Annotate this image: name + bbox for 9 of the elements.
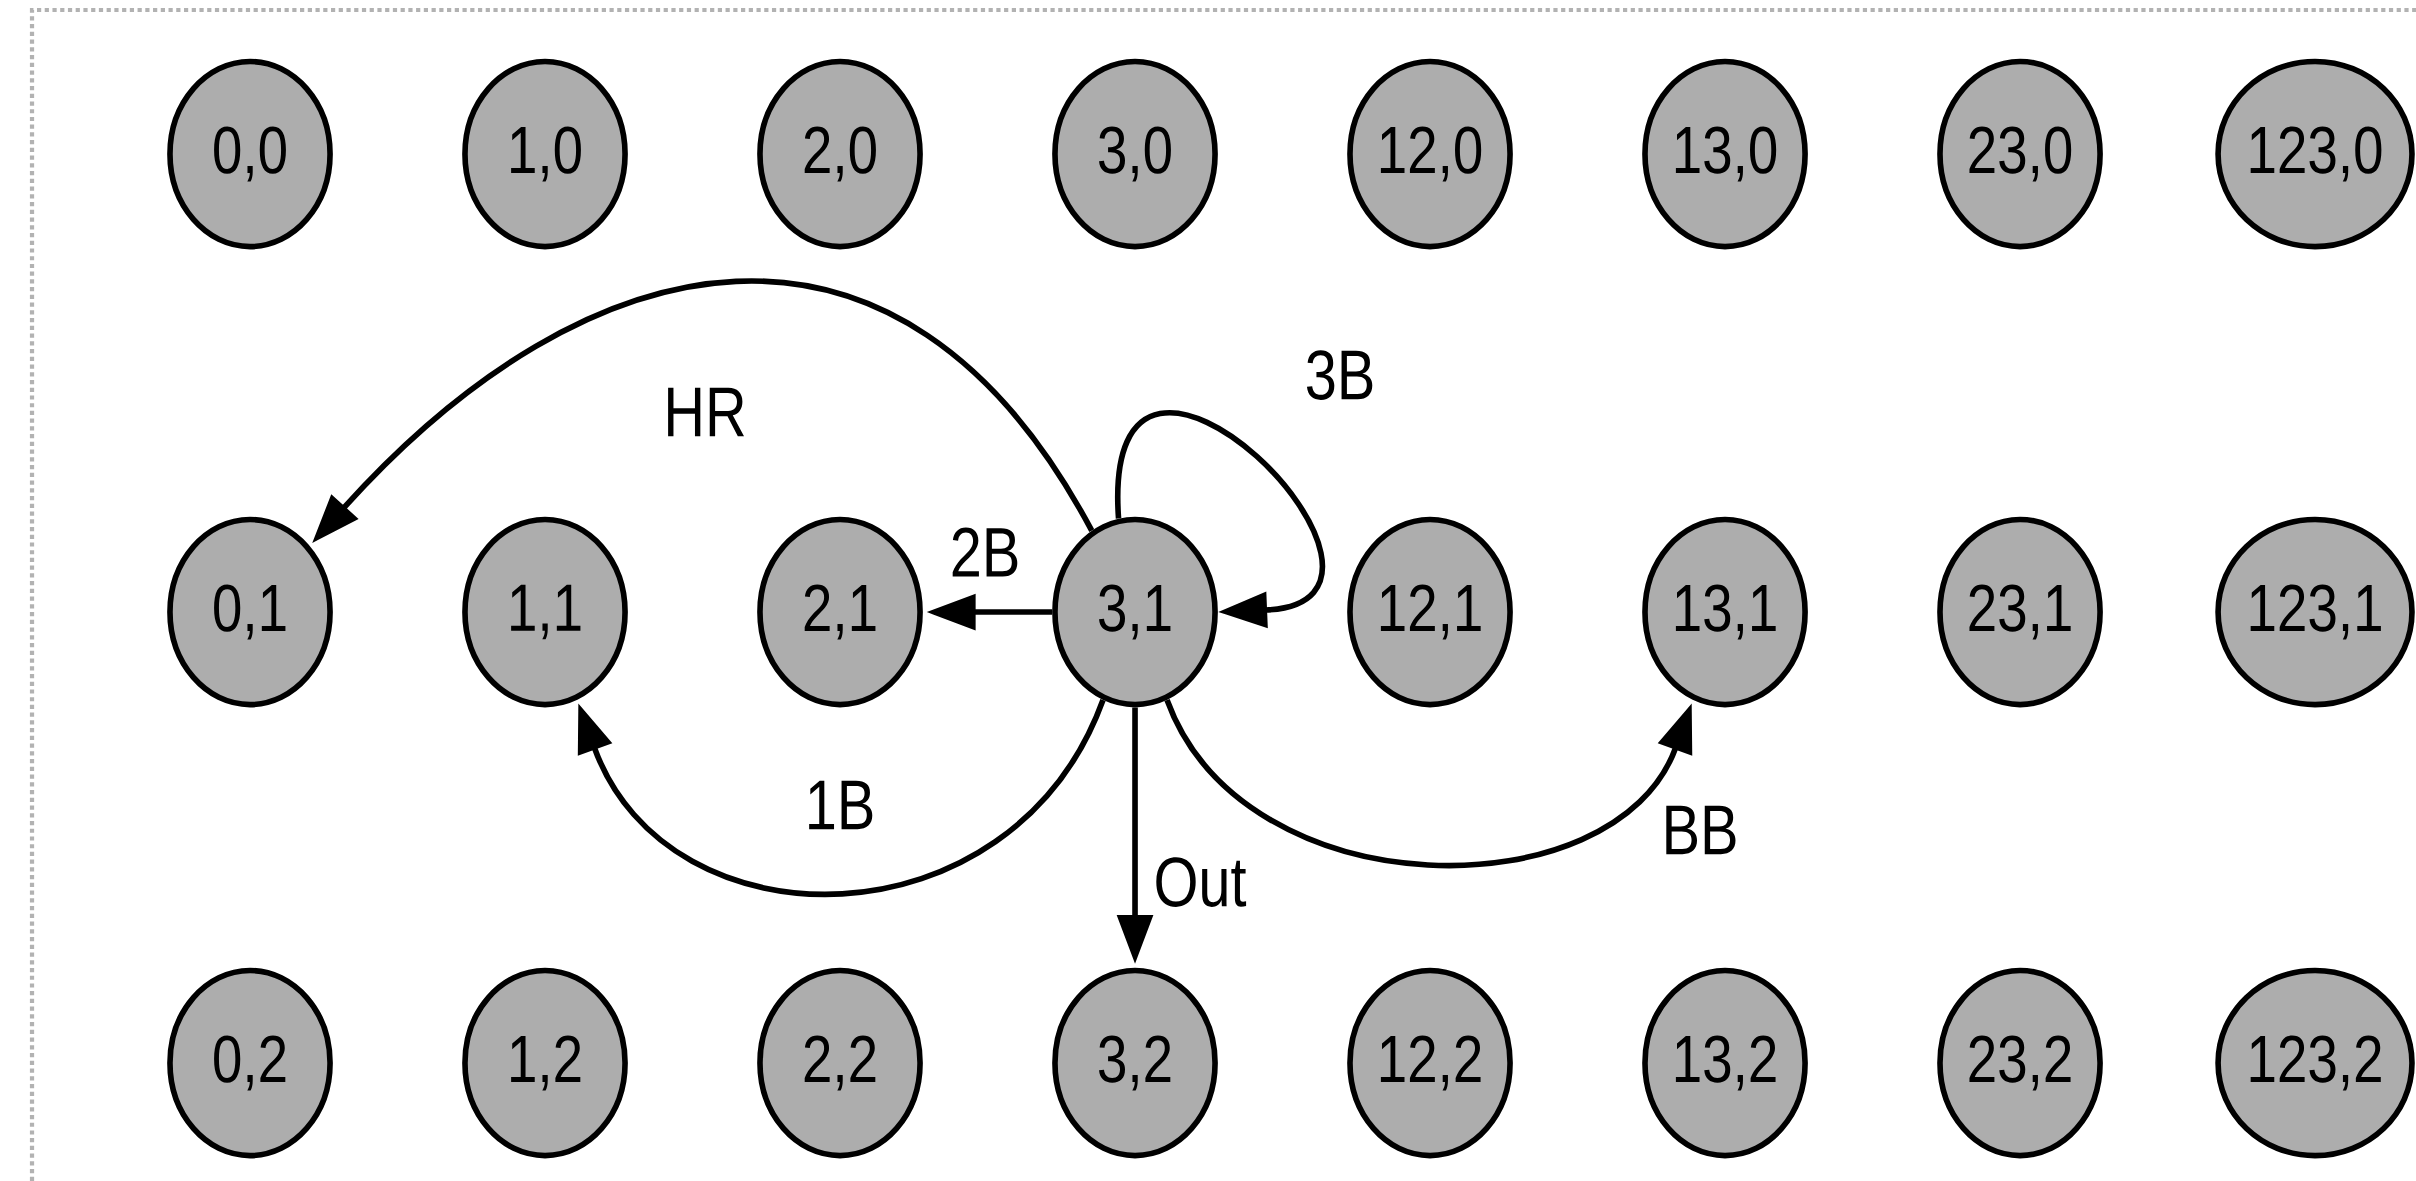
- arrow: [1164, 698, 1693, 868]
- edge-label: BB: [1666, 805, 1736, 855]
- edge-label: HR: [668, 387, 744, 437]
- edge-label: 1B: [809, 780, 873, 830]
- arrow: [577, 698, 1106, 897]
- arrow: [1115, 411, 1324, 629]
- edge-label: Out: [1156, 857, 1247, 907]
- edge-label: 2B: [952, 527, 1018, 577]
- edge-label: 3B: [1306, 350, 1373, 400]
